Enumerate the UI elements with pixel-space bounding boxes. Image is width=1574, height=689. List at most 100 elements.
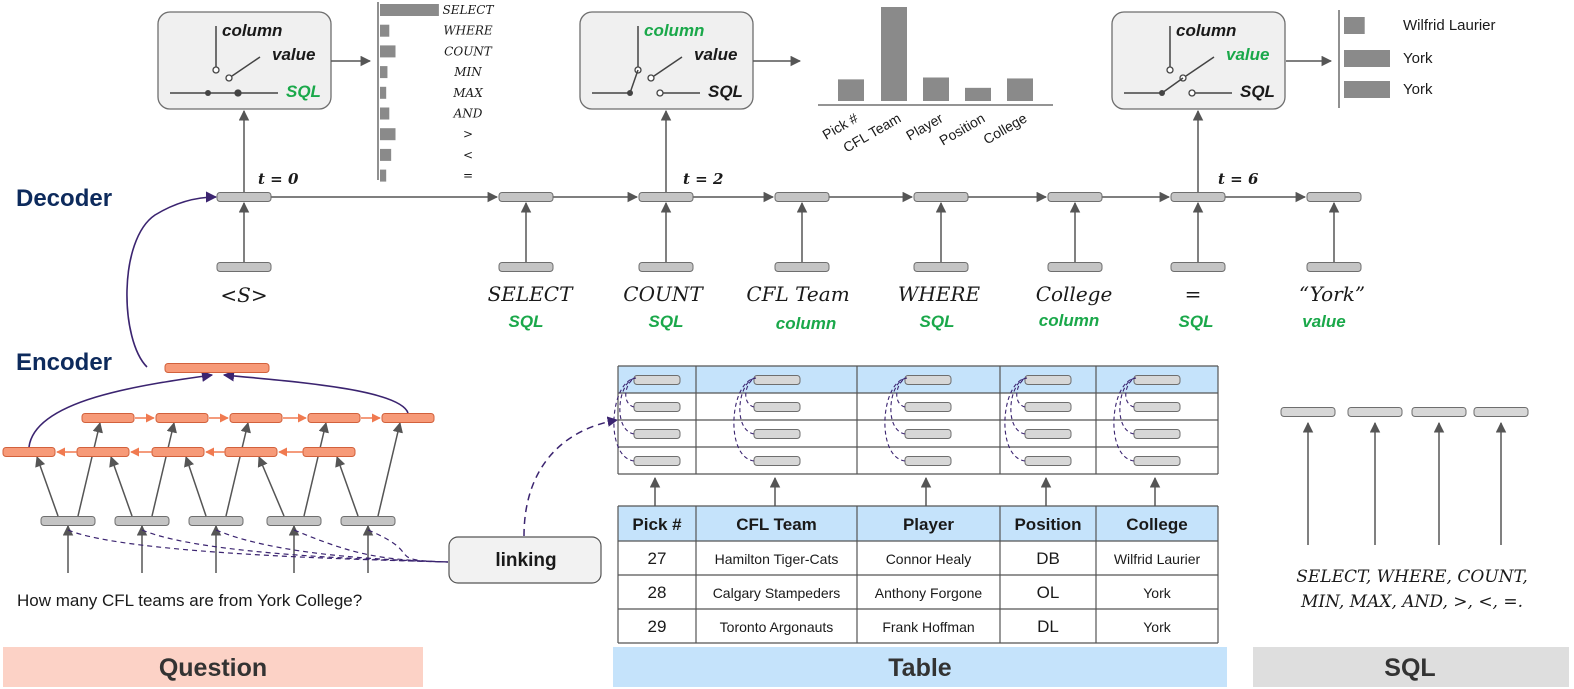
switch-sql-terminal (1188, 89, 1196, 97)
table-encoder-cell (1024, 402, 1072, 412)
sql-chart-label: > (463, 127, 473, 141)
decoder-cell-4 (913, 192, 969, 202)
table-cell: OL (1037, 583, 1060, 602)
switch-value-line (231, 56, 261, 77)
question-token-cell (266, 516, 322, 526)
token-equals: = (1185, 282, 1202, 306)
decoder-input-cell-1 (498, 262, 554, 272)
encoder-forward-summary-arrow (222, 370, 409, 414)
switch-value-label: value (694, 45, 737, 64)
encoder-up-arrow-bwd (184, 456, 207, 517)
sql-chart-label: COUNT (444, 44, 493, 58)
switch-sql-label: SQL (1240, 82, 1275, 101)
token-cfl-team: CFL Team (746, 282, 849, 306)
question-band (3, 647, 423, 687)
table-encoder-cell (904, 456, 952, 466)
table-encoder-cell (753, 375, 801, 385)
table-encoder-cell (1133, 456, 1181, 466)
table-encoder-link-curve (1016, 377, 1028, 408)
table-encoder-link-curve (745, 377, 757, 408)
table-cell: Connor Healy (886, 551, 972, 567)
table-header-cell: College (1126, 515, 1187, 534)
switch-value-line (1185, 56, 1215, 77)
switch-column-terminal (1166, 66, 1174, 74)
encoder-title: Encoder (16, 349, 112, 376)
encoder-fwd-cell (81, 413, 135, 423)
table-encoder-link-curve (1113, 377, 1137, 462)
column-chart-bar (838, 79, 864, 101)
encoder-bwd-cell (151, 447, 205, 457)
value-chart-label: York (1403, 50, 1433, 67)
decoder-cell-7 (1306, 192, 1362, 202)
encoder-up-arrow-bwd (109, 456, 133, 517)
linking-box (448, 536, 602, 584)
decoder-cell-1 (498, 192, 554, 202)
table-header-cell: Pick # (632, 515, 682, 534)
sql-encoder (1280, 407, 1529, 545)
column-chart-bar (1007, 78, 1033, 101)
encoder-bwd-cell (2, 447, 56, 457)
table-encoder-link-curve (733, 377, 757, 462)
table-encoder-link-curve (613, 377, 637, 462)
encoder-fwd-cell (155, 413, 209, 423)
column-chart-label: College (980, 110, 1029, 148)
table-encoder (613, 365, 1219, 506)
table-cell: DB (1036, 549, 1060, 568)
decoder-cell-0 (216, 192, 272, 202)
table-encoder-cell (633, 429, 681, 439)
encoder-backward-summary-arrow (28, 370, 214, 448)
table-encoder-link-curve (1004, 377, 1028, 462)
decoder-input-cell-2 (638, 262, 694, 272)
decoder-input-cell-4 (913, 262, 969, 272)
token-count-type: SQL (649, 312, 684, 331)
encoder-up-arrow-fwd (225, 421, 251, 517)
table-encoder-link-curve (739, 377, 757, 435)
switch-box-frame (1111, 11, 1286, 110)
question-token-cell (114, 516, 170, 526)
t0-label: t = 0 (258, 170, 299, 188)
column-chart-label: Position (936, 110, 987, 149)
table-encoder-link-curve (625, 377, 637, 408)
decoder-input-cell-6 (1170, 262, 1226, 272)
token-college: College (1036, 282, 1113, 306)
question-token-cell (340, 516, 396, 526)
table-encoder-link-curve (1119, 377, 1137, 435)
t6-label: t = 6 (1218, 170, 1259, 188)
table-header-cell: CFL Team (736, 515, 817, 534)
question-token-cell (188, 516, 244, 526)
switch-value-terminal (647, 74, 655, 82)
question-linking-curve (67, 529, 449, 563)
table-encoder-link-curve (1010, 377, 1028, 435)
encoder-fwd-cell (381, 413, 435, 423)
question-token-cell (40, 516, 96, 526)
sql-token-cell (1411, 407, 1467, 417)
token-college-type: column (1039, 311, 1099, 330)
column-chart-bar (923, 77, 949, 101)
sql-token-cell (1473, 407, 1529, 417)
token-select: SELECT (488, 282, 574, 306)
sql-chart-label: MAX (452, 86, 483, 100)
encoder-up-arrow-fwd (151, 421, 177, 517)
sql-chart-bar (380, 128, 396, 141)
table-encoder-cell (633, 456, 681, 466)
table-cell: Frank Hoffman (882, 619, 974, 635)
switch-value-terminal (225, 74, 233, 82)
section-table-label: Table (888, 654, 952, 682)
table-encoder-link-curve (896, 377, 908, 408)
table-encoder-cell (633, 375, 681, 385)
switch-column-label: column (222, 21, 282, 40)
encoder-bwd-cell (224, 447, 278, 457)
table-encoder-cell (753, 402, 801, 412)
switch-sql-label: SQL (708, 82, 743, 101)
table-encoder-cell (904, 375, 952, 385)
sql-chart-bar (380, 66, 388, 79)
table-cell: 27 (648, 549, 667, 568)
token-york: “York” (1299, 282, 1365, 306)
table-cell: Anthony Forgone (875, 585, 983, 601)
decoder-input-cell-5 (1047, 262, 1103, 272)
section-question-label: Question (159, 654, 267, 682)
column-chart-bar (881, 7, 907, 101)
